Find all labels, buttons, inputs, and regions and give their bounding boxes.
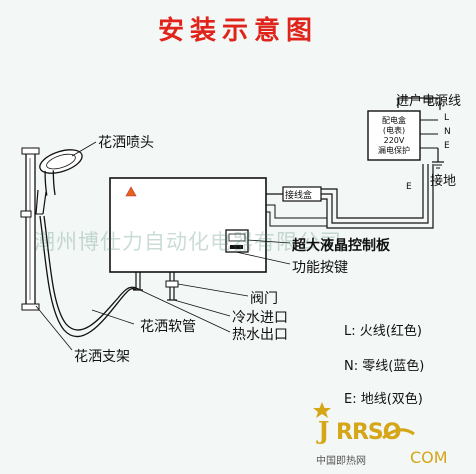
shower-hose: [39, 215, 137, 338]
label-shower-head: 花洒喷头: [98, 135, 154, 151]
water-heater-body: [109, 177, 267, 273]
page-title: 安装示意图: [157, 16, 318, 46]
label-cold-in: 冷水进口: [232, 310, 288, 326]
distribution-box-text: 配电盒 (电表) 220V 漏电保护: [368, 116, 420, 156]
conduit-outer: [321, 164, 424, 219]
label-lcd-panel: 超大液晶控制板: [292, 238, 390, 254]
lcd-screen: [228, 233, 246, 242]
logo-swoosh-icon: [382, 428, 415, 440]
logo-j: J: [318, 416, 330, 445]
incoming-power-line: [397, 97, 441, 110]
label-shower-bracket: 花洒支架: [74, 349, 130, 365]
legend-l: L: 火线(红色): [344, 324, 422, 339]
label-ground: 接地: [430, 174, 457, 189]
legend-n: N: 零线(蓝色): [344, 359, 425, 374]
logo-suffix: COM: [410, 448, 448, 467]
terminal-n: N: [444, 127, 451, 137]
label-valve: 阀门: [250, 291, 278, 307]
label-hot-out: 热水出口: [232, 327, 288, 343]
distribution-line-3: 220V: [383, 136, 405, 145]
wire-tag-e: E: [406, 182, 412, 192]
heater-warning-icon: [125, 186, 137, 197]
shower-head: [39, 149, 83, 196]
terminal-e: E: [444, 141, 450, 151]
conduit-mid: [321, 164, 429, 224]
distribution-box: [367, 110, 421, 161]
valve: [165, 280, 179, 288]
watermark: 潮州博仕力自动化电器有限公司: [34, 230, 342, 254]
terminal-l: L: [444, 113, 450, 123]
label-power-line: 进户电源线: [396, 94, 462, 109]
label-shower-hose: 花洒软管: [140, 319, 196, 335]
distribution-line-4: 漏电保护: [378, 146, 410, 155]
logo-text: RRSO: [336, 420, 401, 445]
label-junction-box: 接线盒: [285, 191, 313, 201]
legend-e: E: 地线(双色): [344, 392, 423, 407]
logo-caption: 中国即热网: [316, 456, 366, 467]
label-function-key: 功能按键: [292, 260, 348, 276]
function-button: [230, 245, 243, 249]
conduit-inner: [321, 164, 434, 229]
logo-star-icon: [313, 402, 331, 418]
distribution-line-2: (电表): [382, 126, 406, 135]
distribution-line-1: 配电盒: [382, 116, 406, 125]
